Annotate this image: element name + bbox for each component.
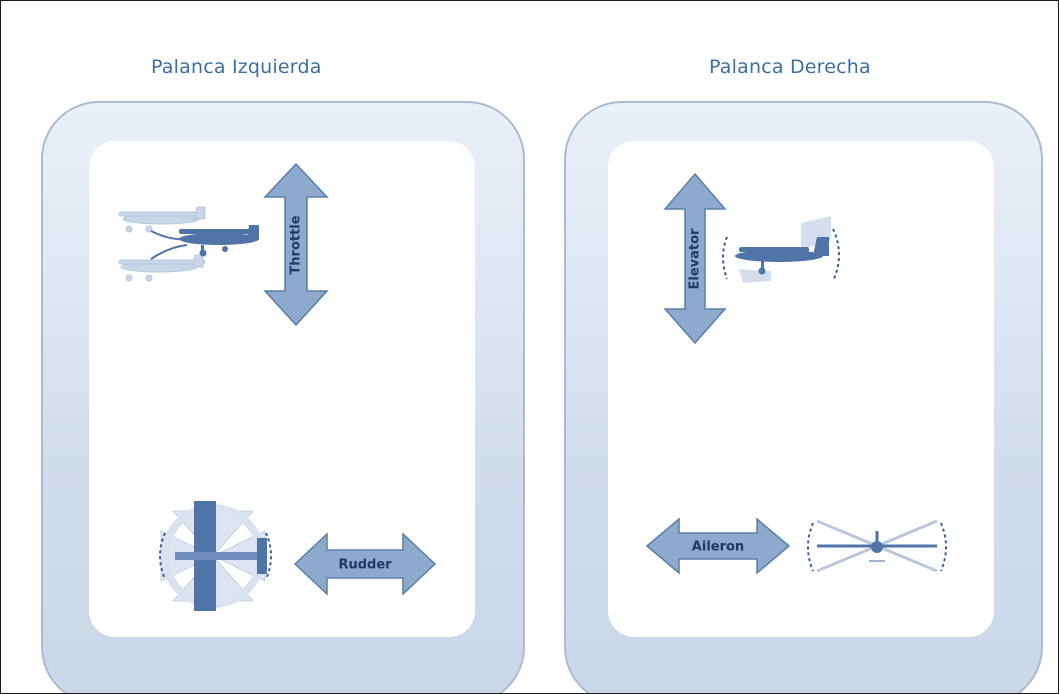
elevator-label: Elevator (688, 228, 703, 290)
right-stick-title: Palanca Derecha (709, 56, 871, 78)
throttle-aircraft-icon (118, 206, 259, 282)
rudder-label: Rudder (338, 558, 392, 573)
aileron-arrow: Aileron (645, 517, 791, 575)
throttle-arrow: Throttle (263, 162, 329, 327)
rudder-arrow: Rudder (293, 532, 437, 596)
aileron-label: Aileron (692, 540, 744, 555)
right-stick-panel (564, 101, 1043, 693)
elevator-arrow: Elevator (663, 172, 727, 345)
rudder-aircraft-icon (159, 501, 272, 611)
aileron-aircraft-icon (807, 519, 947, 573)
elevator-aircraft-icon (722, 216, 840, 283)
throttle-label: Throttle (289, 215, 304, 274)
left-stick-title: Palanca Izquierda (151, 56, 322, 78)
